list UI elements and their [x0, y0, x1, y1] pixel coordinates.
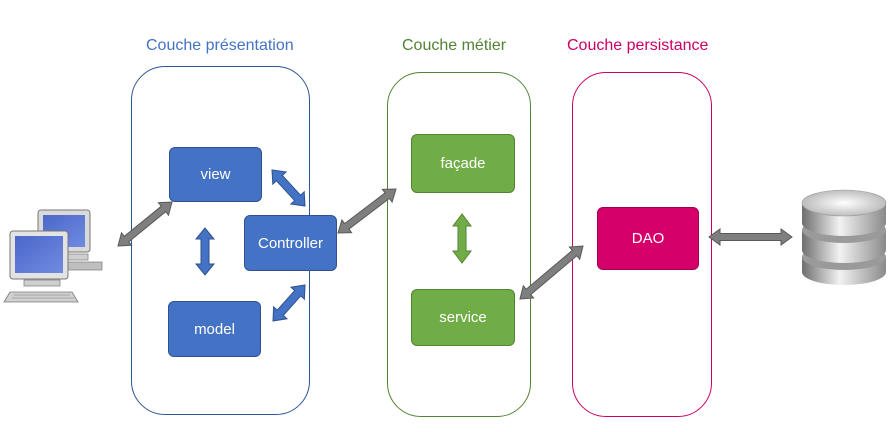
presentation-layer-title: Couche présentation — [146, 37, 294, 54]
service-label: service — [439, 309, 487, 326]
view-model-arrow — [194, 227, 216, 276]
dao-database-arrow — [708, 228, 793, 246]
view-controller-arrow — [271, 169, 306, 207]
view-box: view — [169, 147, 262, 202]
model-box: model — [168, 301, 261, 357]
controller-facade-arrow — [337, 188, 397, 234]
business-layer-title: Couche métier — [402, 37, 507, 54]
persistence-layer — [572, 72, 712, 417]
service-box: service — [411, 289, 515, 346]
controller-box: Controller — [244, 215, 337, 271]
controller-label: Controller — [257, 234, 324, 252]
client-view-arrow — [117, 201, 173, 247]
dao-label: DAO — [631, 230, 665, 247]
facade-label: façade — [440, 155, 486, 172]
service-dao-arrow — [519, 245, 584, 300]
model-label: model — [194, 320, 235, 338]
facade-box: façade — [411, 134, 515, 193]
view-label: view — [200, 166, 231, 183]
computer-workstation-icon — [3, 209, 103, 303]
database-icon — [801, 189, 887, 285]
facade-service-arrow — [452, 213, 472, 264]
dao-box: DAO — [597, 207, 699, 270]
controller-model-arrow — [272, 284, 306, 322]
persistence-layer-title: Couche persistance — [567, 37, 709, 54]
business-layer — [387, 72, 531, 417]
